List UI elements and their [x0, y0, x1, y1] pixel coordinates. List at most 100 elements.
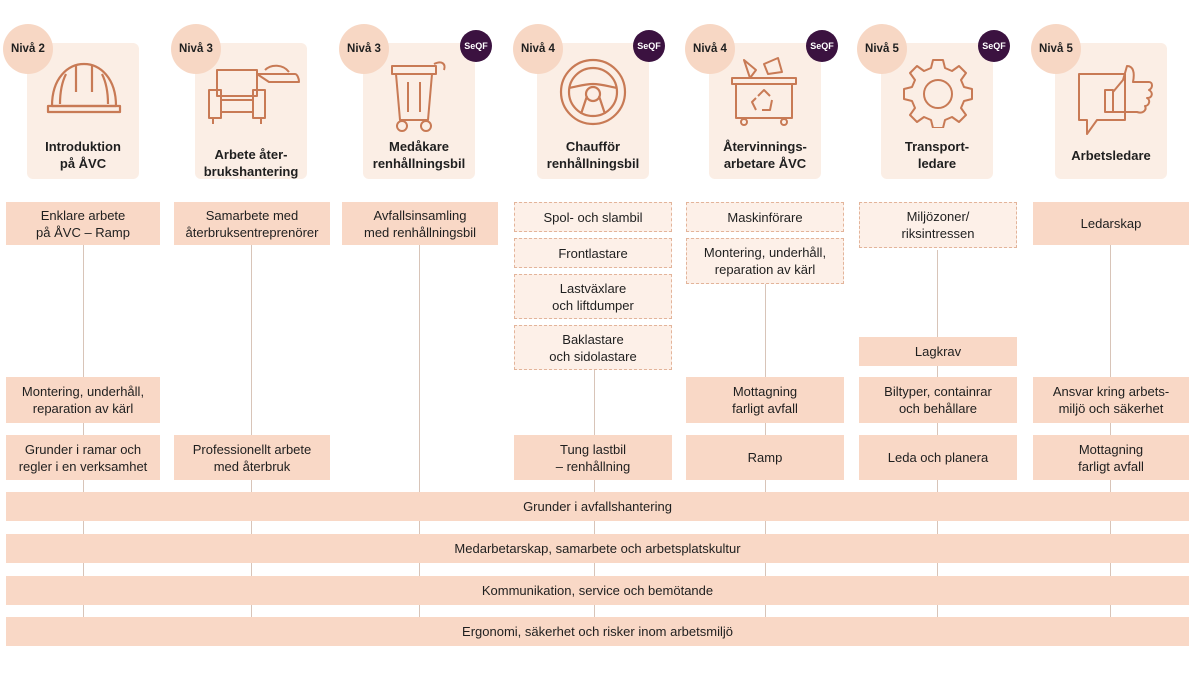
- role-title-line: renhållningsbil: [372, 156, 466, 171]
- role-title: Introduktion på ÅVC: [13, 138, 153, 172]
- foundation-bar: Kommunikation, service och bemötande: [6, 576, 1189, 605]
- level-badge: Nivå 5: [1031, 24, 1081, 74]
- level-badge: Nivå 4: [513, 24, 563, 74]
- box-line: Lagkrav: [914, 344, 962, 359]
- box-line: Mottagning: [732, 384, 798, 399]
- role-title: Arbete åter- brukshantering: [181, 146, 321, 180]
- level-badge: Nivå 5: [857, 24, 907, 74]
- box-line: Avfallsinsamling: [373, 207, 467, 223]
- role-title-line: ledare: [917, 156, 957, 171]
- box-line: – renhållning: [555, 458, 631, 474]
- box-line: och behållare: [898, 401, 978, 416]
- box-line: Mottagning: [1078, 441, 1144, 457]
- role-title-line: Arbetsledare: [1071, 148, 1151, 163]
- level-badge: Nivå 3: [339, 24, 389, 74]
- role-title-line: Chaufför: [565, 139, 621, 154]
- box-line: riksintressen: [901, 226, 975, 241]
- recycling-container-icon: [728, 56, 804, 128]
- skill-box: Ansvar kring arbets-miljö och säkerhet: [1033, 377, 1189, 423]
- foundation-bar: Grunder i avfallshantering: [6, 492, 1189, 521]
- skill-box: Leda och planera: [859, 435, 1017, 480]
- foundation-bar: Ergonomi, säkerhet och risker inom arbet…: [6, 617, 1189, 646]
- box-line: med återbruk: [213, 458, 291, 474]
- box-line: Miljözoner/: [906, 209, 970, 224]
- box-line: farligt avfall: [732, 401, 798, 416]
- box-line: Grunder i ramar och: [24, 441, 142, 457]
- box-line: regler i en verksamhet: [18, 458, 148, 474]
- box-line: miljö och säkerhet: [1058, 401, 1164, 416]
- optional-box: Miljözoner/riksintressen: [859, 202, 1017, 248]
- role-title-line: Återvinnings-: [723, 139, 807, 154]
- role-title-line: brukshantering: [203, 164, 299, 179]
- box-line: Montering, underhåll,: [21, 384, 145, 399]
- box-line: och sidolastare: [549, 348, 637, 364]
- level-badge: Nivå 2: [3, 24, 53, 74]
- box-line: Samarbete med: [205, 207, 299, 223]
- box-line: reparation av kärl: [32, 401, 134, 416]
- optional-box: Frontlastare: [514, 238, 672, 268]
- waste-bin-icon: [388, 58, 448, 134]
- optional-box: Spol- och slambil: [514, 202, 672, 232]
- level-badge: Nivå 4: [685, 24, 735, 74]
- connector-line: [419, 244, 420, 644]
- role-title-line: arbetare ÅVC: [723, 156, 807, 171]
- box-line: Frontlastare: [558, 245, 628, 261]
- role-title: Arbetsledare: [1041, 147, 1181, 164]
- box-line: Professionellt arbete: [192, 441, 312, 457]
- skill-box: Mottagning farligt avfall: [686, 377, 844, 423]
- optional-box: Montering, underhåll, reparation av kärl: [686, 238, 844, 284]
- seqf-badge: SeQF: [978, 30, 1010, 62]
- role-title-line: Arbete åter-: [214, 147, 288, 162]
- box-line: Ramp: [747, 450, 783, 465]
- seqf-badge: SeQF: [806, 30, 838, 62]
- role-title-line: Transport-: [904, 139, 970, 154]
- role-title: Chaufför renhållningsbil: [523, 138, 663, 172]
- box-line: och liftdumper: [552, 297, 634, 313]
- box-line: reparation av kärl: [714, 262, 816, 277]
- skill-box: Lagkrav: [859, 337, 1017, 366]
- armchair-shoe-icon: [205, 60, 301, 126]
- box-line: Spol- och slambil: [543, 209, 643, 225]
- skill-box: Biltyper, containrar och behållare: [859, 377, 1017, 423]
- skill-box: Ramp: [686, 435, 844, 480]
- level-badge: Nivå 3: [171, 24, 221, 74]
- role-title-line: renhållningsbil: [546, 156, 640, 171]
- steering-wheel-icon: [557, 56, 629, 128]
- box-line: Baklastare: [562, 331, 624, 347]
- role-title: Återvinnings- arbetare ÅVC: [695, 138, 835, 172]
- box-line: återbruksentreprenörer: [185, 224, 319, 240]
- seqf-badge: SeQF: [460, 30, 492, 62]
- box-line: Leda och planera: [887, 450, 989, 465]
- hard-hat-icon: [46, 58, 122, 122]
- role-title-line: Introduktion: [45, 139, 121, 154]
- foundation-bar: Medarbetarskap, samarbete och arbetsplat…: [6, 534, 1189, 563]
- role-title: Transport- ledare: [867, 138, 1007, 172]
- skill-box: Tung lastbil– renhållning: [514, 435, 672, 480]
- skill-box: Ledarskap: [1033, 202, 1189, 245]
- seqf-badge: SeQF: [633, 30, 665, 62]
- box-line: Ledarskap: [1080, 216, 1142, 231]
- skill-box: Montering, underhåll, reparation av kärl: [6, 377, 160, 423]
- box-line: Enklare arbete: [40, 207, 126, 223]
- box-line: Biltyper, containrar: [884, 384, 992, 399]
- box-line: Montering, underhåll,: [703, 245, 827, 260]
- box-line: Maskinförare: [727, 209, 803, 225]
- box-line: Lastväxlare: [559, 280, 627, 296]
- role-title-line: Medåkare: [389, 139, 449, 154]
- box-line: Ansvar kring arbets-: [1052, 384, 1170, 399]
- thumbs-up-icon: [1075, 62, 1155, 138]
- box-line: Tung lastbil: [559, 441, 626, 457]
- box-line: farligt avfall: [1078, 458, 1144, 474]
- box-line: på ÅVC – Ramp: [36, 224, 130, 240]
- optional-box: Maskinförare: [686, 202, 844, 232]
- role-title-line: på ÅVC: [59, 156, 107, 171]
- box-line: med renhållningsbil: [363, 224, 476, 240]
